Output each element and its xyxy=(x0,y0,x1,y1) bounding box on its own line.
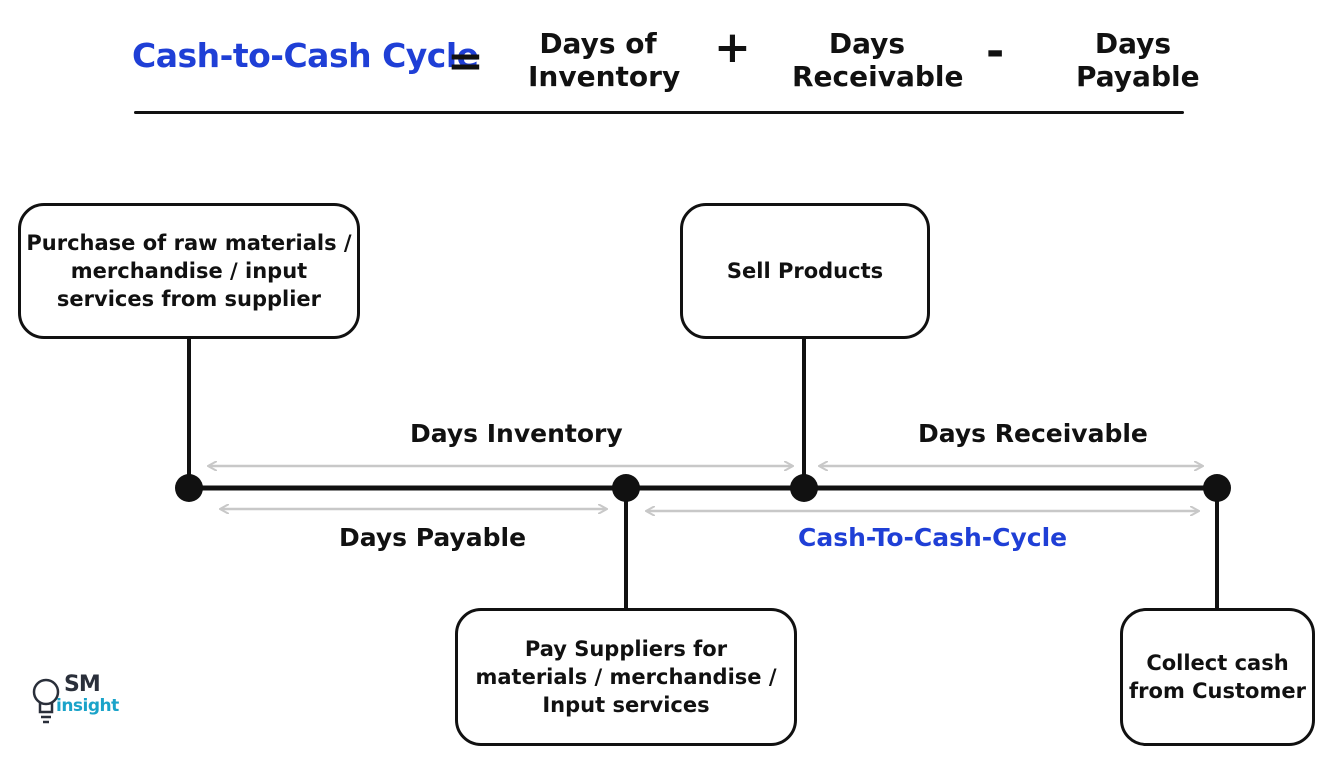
term-days-of-inventory-text: Days of Inventory xyxy=(528,27,681,93)
event-sell-text: Sell Products xyxy=(726,259,884,283)
label-days-inventory: Days Inventory xyxy=(410,419,623,448)
timeline-dot-collect-cash xyxy=(1203,474,1231,502)
formula-header: Cash-to-Cash Cycle = Days of Inventory +… xyxy=(0,0,1328,120)
minus-sign: - xyxy=(986,26,1005,77)
formula-term-days-payable: Days Payable xyxy=(1076,27,1200,93)
event-pay-suppliers-text: Pay Suppliers for materials / merchandis… xyxy=(475,637,777,717)
formula-term-days-receivable: Days Receivable xyxy=(792,27,964,93)
event-purchase-text: Purchase of raw materials / merchandise … xyxy=(26,231,352,311)
event-box-sell-products: Sell Products xyxy=(680,203,930,339)
label-days-payable: Days Payable xyxy=(339,523,527,552)
equals-sign: = xyxy=(447,36,484,87)
event-collect-cash-text: Collect cash from Customer xyxy=(1129,651,1306,703)
formula-title: Cash-to-Cash Cycle xyxy=(132,36,479,75)
timeline-dot-purchase xyxy=(175,474,203,502)
event-box-collect-cash: Collect cash from Customer xyxy=(1120,608,1315,746)
plus-sign: + xyxy=(714,22,751,73)
label-days-receivable: Days Receivable xyxy=(918,419,1148,448)
header-divider xyxy=(134,111,1184,114)
timeline-dot-sell xyxy=(790,474,818,502)
formula-term-days-of-inventory: Days of Inventory xyxy=(528,27,680,93)
logo-sm-text: SM xyxy=(64,672,101,697)
event-box-purchase: Purchase of raw materials / merchandise … xyxy=(18,203,360,339)
term-days-payable-text: Days Payable xyxy=(1076,27,1200,93)
timeline-dot-pay-suppliers xyxy=(612,474,640,502)
term-days-receivable-text: Days Receivable xyxy=(792,27,964,93)
sm-insight-logo: SM insight xyxy=(32,672,142,732)
event-box-pay-suppliers: Pay Suppliers for materials / merchandis… xyxy=(455,608,797,746)
logo-insight-text: insight xyxy=(56,696,119,716)
label-cash-to-cash-cycle: Cash-To-Cash-Cycle xyxy=(798,523,1068,552)
lightbulb-icon xyxy=(32,678,60,724)
